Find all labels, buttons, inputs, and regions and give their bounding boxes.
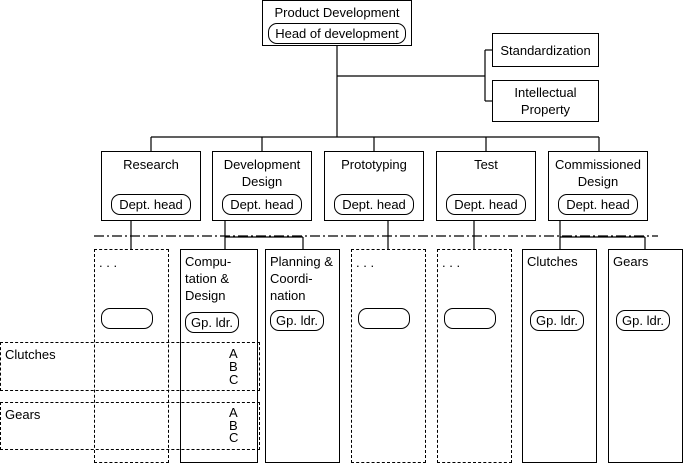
- group-clutches-leader-pill: Gp. ldr.: [530, 310, 584, 331]
- group-research-placeholder: . . .: [94, 249, 169, 463]
- dept-commissioned-design-box: Commissioned Design Dept. head: [548, 151, 648, 221]
- gears-item-c: C: [229, 430, 239, 445]
- intellectual-property-box: Intellectual Property: [492, 80, 599, 122]
- dept-research-box: Research Dept. head: [101, 151, 201, 221]
- clutches-item-a: A: [229, 346, 238, 361]
- group-prototyping-label: . . .: [356, 255, 375, 270]
- standardization-box: Standardization: [492, 33, 599, 67]
- product-development-box: Product Development Head of development: [262, 0, 412, 46]
- dept-commissioned-design-head-pill: Dept. head: [558, 194, 638, 215]
- project-clutches-band: Clutches: [0, 342, 260, 391]
- dept-development-design-label: Development Design: [223, 157, 301, 189]
- dept-prototyping-label: Prototyping: [341, 157, 407, 172]
- dept-research-head-pill: Dept. head: [111, 194, 191, 215]
- dept-prototyping-head-pill: Dept. head: [334, 194, 414, 215]
- group-planning-coordination-label: Planning & Coordi- nation: [270, 254, 333, 303]
- dept-research-label: Research: [123, 157, 179, 172]
- dept-prototyping-box: Prototyping Dept. head: [324, 151, 424, 221]
- project-gears-label: Gears: [5, 407, 41, 422]
- group-clutches-box: Clutches Gp. ldr.: [522, 249, 597, 463]
- standardization-label: Standardization: [500, 43, 591, 58]
- group-computation-design-box: Compu- tation & Design Gp. ldr.: [180, 249, 258, 463]
- group-gears-box: Gears Gp. ldr.: [608, 249, 683, 463]
- dept-development-design-head-pill: Dept. head: [222, 194, 302, 215]
- group-gears-label: Gears: [613, 254, 649, 269]
- intellectual-property-label: Intellectual Property: [514, 85, 577, 117]
- dept-development-design-box: Development Design Dept. head: [212, 151, 312, 221]
- clutches-item-b: B: [229, 359, 238, 374]
- clutches-item-c: C: [229, 372, 239, 387]
- group-research-leader-pill: [101, 308, 153, 329]
- group-computation-design-leader-pill: Gp. ldr.: [185, 312, 239, 333]
- dept-test-head-pill: Dept. head: [446, 194, 526, 215]
- dept-test-label: Test: [474, 157, 498, 172]
- gears-item-a: A: [229, 405, 238, 420]
- dept-test-box: Test Dept. head: [436, 151, 536, 221]
- group-prototyping-placeholder: . . .: [351, 249, 426, 463]
- dept-commissioned-design-label: Commissioned Design: [555, 157, 641, 189]
- group-test-label: . . .: [442, 255, 461, 270]
- project-gears-band: Gears: [0, 402, 260, 450]
- product-development-title: Product Development: [274, 5, 400, 20]
- group-test-placeholder: . . .: [437, 249, 512, 463]
- group-gears-leader-pill: Gp. ldr.: [616, 310, 670, 331]
- gears-item-b: B: [229, 418, 238, 433]
- project-clutches-label: Clutches: [5, 347, 56, 362]
- group-research-label: . . .: [99, 255, 118, 270]
- head-of-development-pill: Head of development: [268, 23, 406, 44]
- group-computation-design-label: Compu- tation & Design: [185, 254, 232, 303]
- group-test-leader-pill: [444, 308, 496, 329]
- group-planning-coordination-box: Planning & Coordi- nation Gp. ldr.: [265, 249, 340, 463]
- group-prototyping-leader-pill: [358, 308, 410, 329]
- group-clutches-label: Clutches: [527, 254, 578, 269]
- group-planning-coordination-leader-pill: Gp. ldr.: [270, 310, 324, 331]
